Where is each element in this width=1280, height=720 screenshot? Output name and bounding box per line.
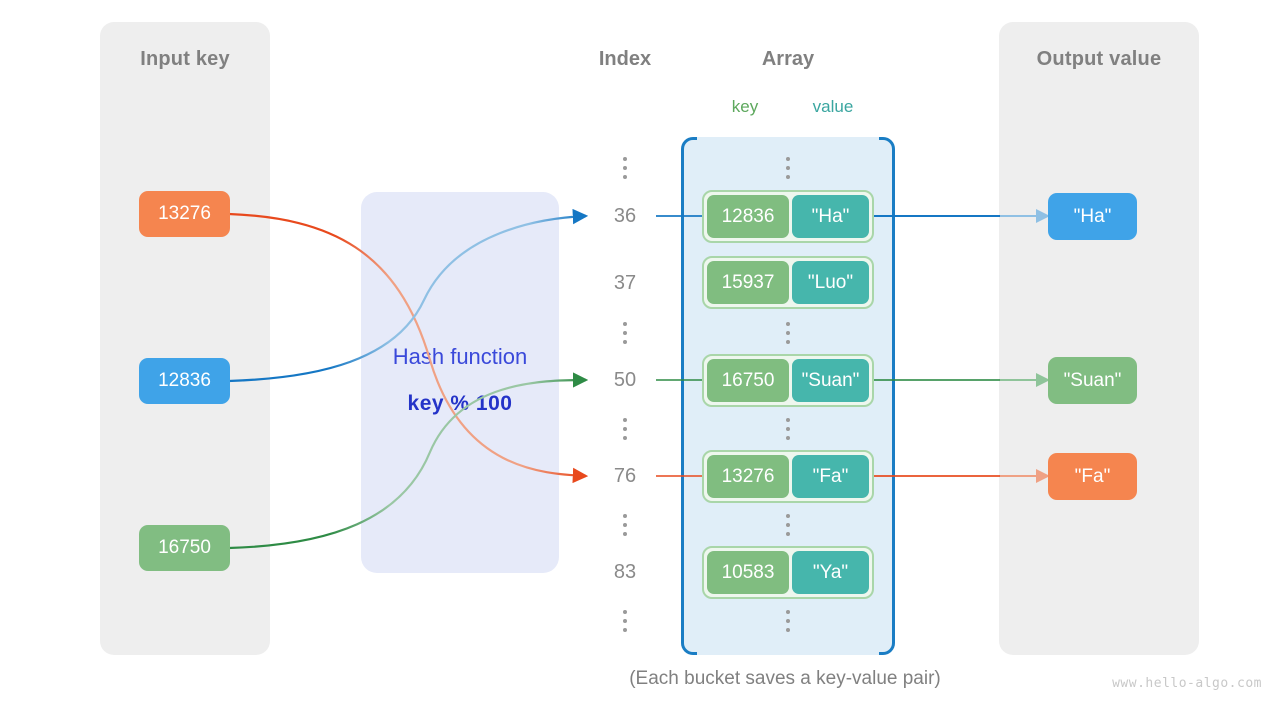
bucket-key-50: 16750 xyxy=(707,359,789,402)
bucket-value-50: "Suan" xyxy=(792,359,869,402)
bucket-key-36: 12836 xyxy=(707,195,789,238)
bucket-37[interactable]: 15937 "Luo" xyxy=(702,256,874,309)
bucket-value-83: "Ya" xyxy=(792,551,869,594)
array-ellipsis-1 xyxy=(778,322,798,344)
index-label-76: 76 xyxy=(613,465,637,487)
bucket-76[interactable]: 13276 "Fa" xyxy=(702,450,874,503)
index-ellipsis-2 xyxy=(615,418,635,440)
bucket-83[interactable]: 10583 "Ya" xyxy=(702,546,874,599)
bucket-key-76: 13276 xyxy=(707,455,789,498)
diagram-caption: (Each bucket saves a key-value pair) xyxy=(629,668,941,689)
hash-function-box xyxy=(361,192,559,573)
index-label-37: 37 xyxy=(613,272,637,294)
array-ellipsis-2 xyxy=(778,418,798,440)
array-ellipsis-4 xyxy=(778,610,798,632)
output-value-chip-2[interactable]: "Fa" xyxy=(1048,453,1137,500)
key-subheading: key xyxy=(731,97,759,116)
output-value-chip-1[interactable]: "Suan" xyxy=(1048,357,1137,404)
bucket-key-37: 15937 xyxy=(707,261,789,304)
index-ellipsis-3 xyxy=(615,514,635,536)
index-ellipsis-0 xyxy=(615,157,635,179)
input-key-chip-0[interactable]: 13276 xyxy=(139,191,230,237)
site-watermark: www.hello-algo.com xyxy=(1112,676,1262,691)
input-panel-title: Input key xyxy=(140,48,230,70)
bucket-50[interactable]: 16750 "Suan" xyxy=(702,354,874,407)
bucket-value-36: "Ha" xyxy=(792,195,869,238)
bucket-value-37: "Luo" xyxy=(792,261,869,304)
array-ellipsis-0 xyxy=(778,157,798,179)
output-value-chip-0[interactable]: "Ha" xyxy=(1048,193,1137,240)
array-column-heading: Array xyxy=(761,48,815,70)
index-label-50: 50 xyxy=(613,369,637,391)
input-key-chip-1[interactable]: 12836 xyxy=(139,358,230,404)
output-value-panel: Output value xyxy=(999,22,1199,655)
index-ellipsis-1 xyxy=(615,322,635,344)
hash-function-title: Hash function xyxy=(392,344,528,369)
index-label-83: 83 xyxy=(613,561,637,583)
hash-function-formula: key % 100 xyxy=(407,392,513,415)
output-panel-title: Output value xyxy=(1036,48,1162,70)
bucket-36[interactable]: 12836 "Ha" xyxy=(702,190,874,243)
value-subheading: value xyxy=(812,97,854,116)
index-ellipsis-4 xyxy=(615,610,635,632)
index-label-36: 36 xyxy=(613,205,637,227)
bucket-key-83: 10583 xyxy=(707,551,789,594)
array-left-bracket xyxy=(681,137,697,655)
index-column-heading: Index xyxy=(598,48,652,70)
bucket-value-76: "Fa" xyxy=(792,455,869,498)
array-right-bracket xyxy=(879,137,895,655)
array-ellipsis-3 xyxy=(778,514,798,536)
input-key-chip-2[interactable]: 16750 xyxy=(139,525,230,571)
